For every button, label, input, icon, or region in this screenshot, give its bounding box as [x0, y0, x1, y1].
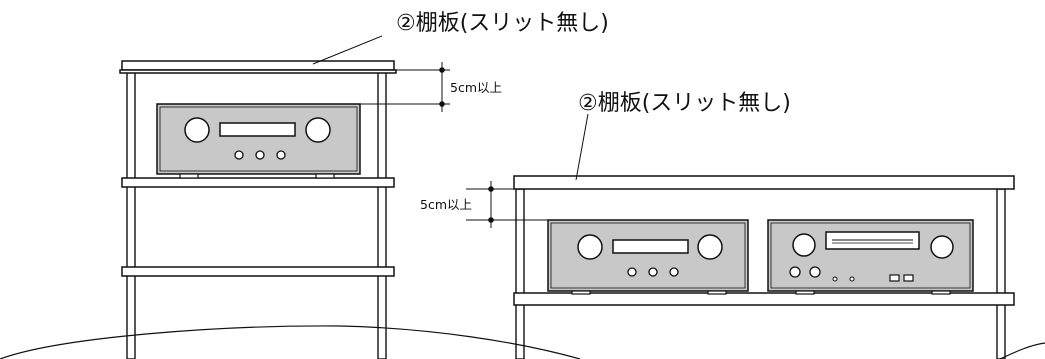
- right-amp-foot-left: [571, 290, 591, 295]
- floor-curve-right: [999, 342, 1045, 359]
- left-amp-button-3: [276, 150, 286, 160]
- left-clearance-label: 5cm以上: [450, 80, 502, 95]
- right-top-shelf: [513, 175, 1015, 190]
- right-shelf-label: ②棚板(スリット無し): [578, 91, 791, 116]
- left-shelf-leader: [312, 35, 383, 65]
- tuner-small-knob-2: [809, 266, 821, 278]
- left-amp-knob-right: [305, 117, 331, 143]
- floor-curve: [0, 325, 581, 359]
- tuner-foot-left: [795, 290, 815, 295]
- right-amp-button-2: [648, 267, 658, 277]
- tuner-knob-right: [930, 235, 954, 259]
- left-lower-shelf: [121, 266, 395, 277]
- right-amp-foot-right: [707, 290, 727, 295]
- left-equipment-shelf: [121, 177, 395, 188]
- tuner-foot-right: [931, 290, 951, 295]
- left-amp-display: [219, 122, 296, 137]
- right-amplifier: [547, 219, 749, 295]
- tuner-button-1: [889, 274, 900, 282]
- right-rack: 5cm以上 ②棚板(スリット無し): [420, 91, 1015, 359]
- left-shelf-label: ②棚板(スリット無し): [396, 11, 609, 36]
- left-amp-button-1: [234, 150, 244, 160]
- left-amp-button-2: [255, 150, 265, 160]
- right-amp-knob-right: [697, 234, 723, 260]
- right-equipment-shelf: [513, 292, 1015, 306]
- left-amp-foot-left: [179, 173, 199, 179]
- tuner-led-2: [849, 276, 855, 282]
- tuner-button-2: [903, 274, 914, 282]
- right-clearance-dimension: [466, 181, 548, 228]
- left-top-shelf: [119, 60, 397, 74]
- left-clearance-dimension: [360, 62, 450, 112]
- left-rack: 5cm以上 ②棚板(スリット無し): [119, 11, 609, 359]
- right-amp-knob-left: [577, 234, 603, 260]
- tuner-knob-left: [792, 233, 816, 257]
- right-clearance-label: 5cm以上: [420, 197, 472, 212]
- right-shelf-leader: [575, 113, 589, 181]
- left-amp-foot-right: [315, 173, 335, 179]
- left-amplifier: [156, 103, 361, 179]
- tuner-led-1: [832, 276, 838, 282]
- tuner-small-knob-1: [789, 266, 801, 278]
- right-amp-display: [612, 239, 689, 254]
- right-tuner-unit: [767, 219, 974, 295]
- right-amp-button-3: [669, 267, 679, 277]
- right-amp-button-1: [627, 267, 637, 277]
- left-amp-knob-left: [184, 117, 210, 143]
